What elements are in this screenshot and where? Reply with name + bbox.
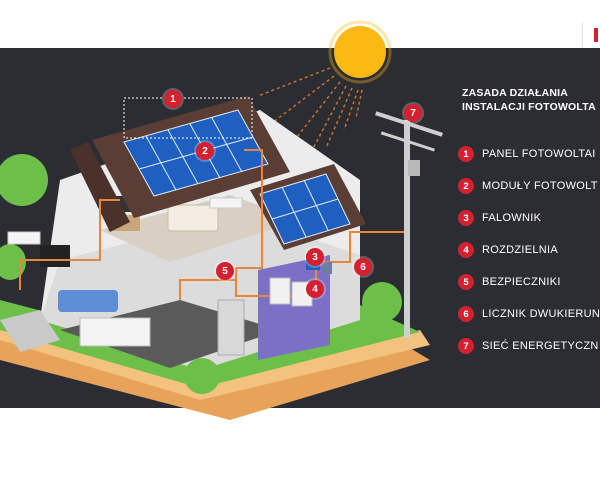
legend-badge: 6 <box>458 306 474 322</box>
legend-item-7: 7 SIEĆ ENERGETYCZN <box>458 330 600 362</box>
legend-badge: 5 <box>458 274 474 290</box>
marker-6-meter[interactable]: 6 <box>354 258 372 276</box>
legend-title-line2: INSTALACJI FOTOWOLTA <box>462 101 596 113</box>
solar-array-side <box>259 173 351 245</box>
legend-label: PANEL FOTOWOLTAI <box>482 148 596 160</box>
legend-title-line1: ZASADA DZIAŁANIA <box>462 87 569 99</box>
legend-label: FALOWNIK <box>482 212 542 224</box>
marker-4-switchboard[interactable]: 4 <box>306 280 324 298</box>
legend-item-6: 6 LICZNIK DWUKIERUN <box>458 298 600 330</box>
legend-label: SIEĆ ENERGETYCZN <box>482 340 599 352</box>
marker-7-grid[interactable]: 7 <box>404 104 422 122</box>
legend-item-2: 2 MODUŁY FOTOWOLT <box>458 170 600 202</box>
marker-1-panel[interactable]: 1 <box>164 90 182 108</box>
legend-item-3: 3 FALOWNIK <box>458 202 600 234</box>
legend-label: BEZPIECZNIKI <box>482 276 561 288</box>
panel-highlight-frame <box>123 97 253 139</box>
sun-icon <box>328 20 392 84</box>
marker-2-modules[interactable]: 2 <box>196 142 214 160</box>
sun-rays <box>257 67 363 159</box>
legend-badge: 3 <box>458 210 474 226</box>
legend-label: LICZNIK DWUKIERUN <box>482 308 600 320</box>
house-body <box>0 110 360 370</box>
legend-badge: 2 <box>458 178 474 194</box>
legend-badge: 1 <box>458 146 474 162</box>
marker-3-inverter[interactable]: 3 <box>306 248 324 266</box>
tree-right <box>184 282 402 394</box>
legend-item-4: 4 ROZDZIELNIA <box>458 234 600 266</box>
legend-item-5: 5 BEZPIECZNIKI <box>458 266 600 298</box>
legend: ZASADA DZIAŁANIA INSTALACJI FOTOWOLTA 1 … <box>458 86 600 362</box>
brand-logo-mark <box>594 28 598 42</box>
marker-5-fuses[interactable]: 5 <box>216 262 234 280</box>
utility-pole <box>375 111 443 338</box>
legend-label: MODUŁY FOTOWOLT <box>482 180 598 192</box>
legend-title: ZASADA DZIAŁANIA INSTALACJI FOTOWOLTA <box>462 86 600 114</box>
legend-badge: 4 <box>458 242 474 258</box>
legend-badge: 7 <box>458 338 474 354</box>
legend-item-1: 1 PANEL FOTOWOLTAI <box>458 138 600 170</box>
legend-label: ROZDZIELNIA <box>482 244 559 256</box>
